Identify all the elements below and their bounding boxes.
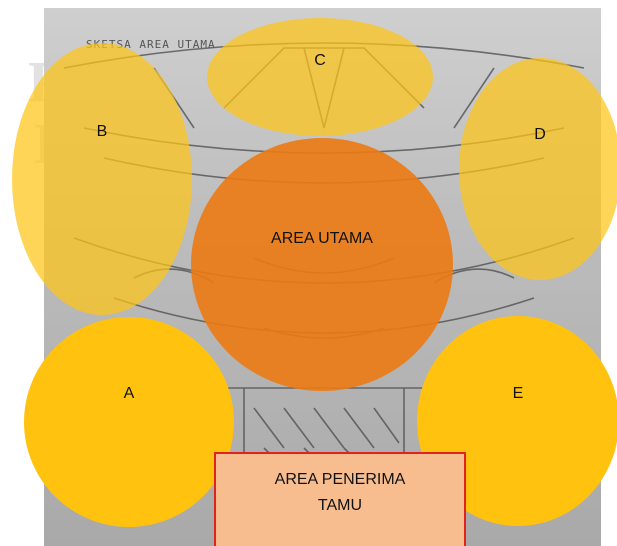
zone-c-label: C — [314, 52, 326, 70]
zone-a: A — [24, 317, 234, 527]
zone-e-label: E — [513, 385, 524, 403]
zone-a-label: A — [124, 385, 135, 403]
zone-b-label: B — [97, 123, 108, 141]
zone-d: D — [459, 58, 617, 280]
reception-area-label-line1: AREA PENERIMA — [216, 467, 464, 493]
zone-main-area-label: AREA UTAMA — [271, 230, 373, 248]
reception-area-box: AREA PENERIMA TAMU — [214, 452, 466, 546]
zone-b: B — [12, 43, 192, 315]
zone-main-area: AREA UTAMA — [191, 138, 453, 391]
zone-d-label: D — [534, 126, 546, 144]
reception-area-label-line2: TAMU — [216, 493, 464, 519]
zone-c: C — [207, 18, 433, 136]
